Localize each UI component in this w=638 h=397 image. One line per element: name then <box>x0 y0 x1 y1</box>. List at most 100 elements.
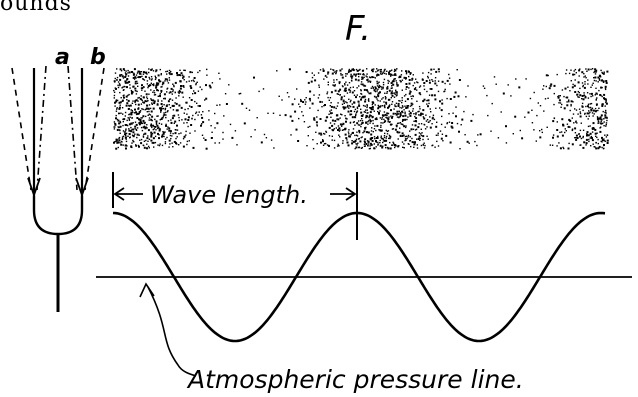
stipple-dot <box>129 84 130 85</box>
stipple-dot <box>355 75 356 76</box>
stipple-dot <box>174 102 175 103</box>
stipple-dot <box>567 124 568 125</box>
stipple-dot <box>210 125 211 126</box>
stipple-dot <box>318 72 319 73</box>
stipple-dot <box>180 80 182 82</box>
stipple-dot <box>123 130 124 131</box>
stipple-dot <box>312 72 313 73</box>
stipple-dot <box>340 123 342 125</box>
stipple-dot <box>399 76 401 78</box>
stipple-dot <box>362 120 363 121</box>
stipple-dot <box>402 80 403 81</box>
stipple-dot <box>132 110 133 111</box>
stipple-dot <box>586 142 588 144</box>
stipple-dot <box>120 101 122 103</box>
stipple-dot <box>392 142 393 143</box>
stipple-dot <box>393 113 395 115</box>
stipple-dot <box>123 121 124 122</box>
stipple-dot <box>402 121 403 122</box>
stipple-dot <box>183 70 184 71</box>
stipple-dot <box>288 96 289 97</box>
stipple-dot <box>451 127 453 129</box>
stipple-dot <box>416 129 417 130</box>
stipple-dot <box>569 90 570 91</box>
stipple-dot <box>387 91 388 92</box>
stipple-dot <box>399 132 400 133</box>
stipple-dot <box>595 108 596 109</box>
stipple-dot <box>318 133 320 135</box>
stipple-dot <box>226 103 228 105</box>
stipple-dot <box>170 71 171 72</box>
stipple-dot <box>550 83 552 85</box>
stipple-dot <box>420 85 421 86</box>
stipple-dot <box>131 91 132 92</box>
stipple-dot <box>576 94 578 96</box>
stipple-dot <box>360 93 361 94</box>
stipple-dot <box>325 143 326 144</box>
stipple-dot <box>348 99 349 100</box>
stipple-dot <box>370 148 371 149</box>
stipple-dot <box>116 115 117 116</box>
stipple-dot <box>354 121 355 122</box>
stipple-dot <box>353 74 355 76</box>
stipple-dot <box>409 140 410 141</box>
stipple-dot <box>554 117 555 118</box>
stipple-dot <box>162 106 163 107</box>
stipple-dot <box>604 135 605 136</box>
stipple-dot <box>585 68 586 69</box>
stipple-dot <box>405 107 407 109</box>
stipple-dot <box>212 82 213 83</box>
stipple-dot <box>426 120 427 121</box>
stipple-dot <box>358 124 359 125</box>
stipple-dot <box>420 133 421 134</box>
stipple-dot <box>386 71 387 72</box>
stipple-dot <box>402 97 403 98</box>
stipple-dot <box>588 134 590 136</box>
stipple-dot <box>561 118 563 120</box>
stipple-dot <box>343 100 344 101</box>
stipple-dot <box>413 143 415 145</box>
stipple-dot <box>151 78 152 79</box>
stipple-dot <box>133 73 134 74</box>
stipple-dot <box>417 82 418 83</box>
stipple-dot <box>437 134 438 135</box>
stipple-dot <box>470 120 472 122</box>
stipple-dot <box>117 130 118 131</box>
stipple-dot <box>404 113 405 114</box>
stipple-dot <box>358 147 359 148</box>
stipple-dot <box>171 135 172 136</box>
stipple-dot <box>582 86 583 87</box>
stipple-dot <box>543 85 544 86</box>
stipple-dot <box>563 148 564 149</box>
stipple-dot <box>388 121 389 122</box>
stipple-dot <box>363 74 364 75</box>
fork-prong-position-a <box>37 66 77 190</box>
stipple-dot <box>214 142 215 143</box>
stipple-dot <box>155 136 156 137</box>
stipple-dot <box>376 68 377 69</box>
stipple-dot <box>132 131 134 133</box>
stipple-dot <box>384 73 385 74</box>
stipple-dot <box>158 74 160 76</box>
stipple-dot <box>193 80 194 81</box>
stipple-dot <box>584 113 585 114</box>
stipple-dot <box>370 82 371 83</box>
stipple-dot <box>586 71 587 72</box>
stipple-dot <box>367 109 368 110</box>
stipple-dot <box>395 75 396 76</box>
stipple-dot <box>143 145 144 146</box>
stipple-dot <box>458 95 460 97</box>
stipple-dot <box>590 87 591 88</box>
stipple-dot <box>148 68 149 69</box>
stipple-dot <box>428 99 430 101</box>
stipple-dot <box>148 72 149 73</box>
stipple-dot <box>422 139 423 140</box>
stipple-dot <box>117 107 118 108</box>
stipple-dot <box>178 93 179 94</box>
stipple-dot <box>366 76 367 77</box>
stipple-dot <box>410 146 411 147</box>
stipple-dot <box>162 84 163 85</box>
stipple-dot <box>427 119 428 120</box>
stipple-dot <box>330 117 331 118</box>
stipple-dot <box>154 126 156 128</box>
